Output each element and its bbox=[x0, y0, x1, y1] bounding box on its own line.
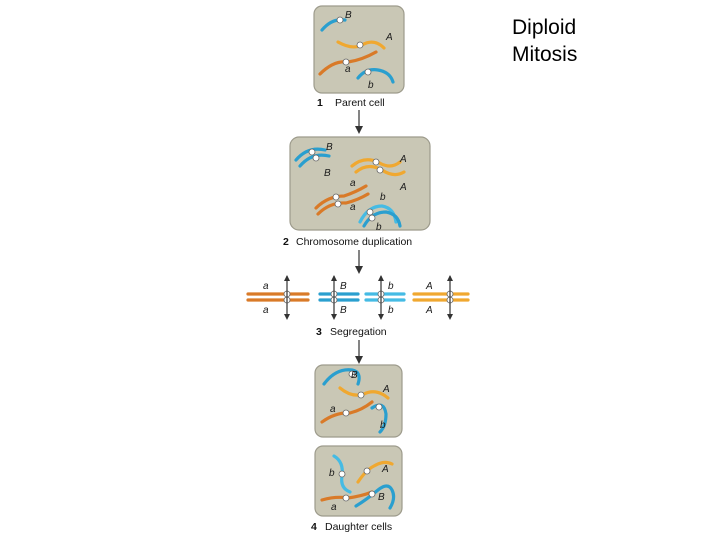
d1-label-A: A bbox=[382, 384, 390, 395]
step-1-number: 1 bbox=[317, 97, 323, 109]
step-4-number: 4 bbox=[311, 521, 317, 533]
seg-label-A-bottom: A bbox=[425, 305, 433, 316]
step-3-label: Segregation bbox=[330, 326, 387, 338]
allele-label-A-bottom: A bbox=[399, 182, 407, 193]
allele-label-B-bottom: B bbox=[324, 168, 331, 179]
step-1-label: Parent cell bbox=[335, 97, 385, 109]
allele-label-B: B bbox=[345, 10, 352, 21]
seg-label-B-top: B bbox=[340, 281, 347, 292]
d1-label-a: a bbox=[330, 404, 336, 415]
duplicated-cell: B B A A a a b b bbox=[290, 137, 430, 233]
d2-label-b: b bbox=[329, 468, 335, 479]
d1-label-b: b bbox=[380, 420, 386, 431]
d2-label-B: B bbox=[378, 492, 385, 503]
allele-label-A: A bbox=[385, 32, 393, 43]
allele-label-A-top: A bbox=[399, 154, 407, 165]
seg-label-a-top: a bbox=[263, 281, 269, 292]
allele-label-b-top: b bbox=[380, 192, 386, 203]
seg-label-A-top: A bbox=[425, 281, 433, 292]
daughter-cell-1: B A a b bbox=[315, 365, 402, 437]
step-2-label: Chromosome duplication bbox=[296, 236, 412, 248]
d2-label-a: a bbox=[331, 502, 337, 513]
seg-label-a-bottom: a bbox=[263, 305, 269, 316]
daughter-cell-2: b A a B bbox=[315, 446, 402, 516]
step-3-number: 3 bbox=[316, 326, 322, 338]
allele-label-a-bottom: a bbox=[350, 202, 356, 213]
d1-label-B: B bbox=[351, 370, 358, 381]
allele-label-a: a bbox=[345, 64, 351, 75]
allele-label-B-top: B bbox=[326, 142, 333, 153]
step-2-number: 2 bbox=[283, 236, 289, 248]
seg-label-B-bottom: B bbox=[340, 305, 347, 316]
seg-label-b-bottom: b bbox=[388, 305, 394, 316]
seg-label-b-top: b bbox=[388, 281, 394, 292]
d2-label-A: A bbox=[381, 464, 389, 475]
parent-cell: B A a b bbox=[314, 6, 404, 93]
step-4-label: Daughter cells bbox=[325, 521, 392, 533]
allele-label-b: b bbox=[368, 80, 374, 91]
segregation-pairs: a a B B b b A A bbox=[248, 275, 468, 320]
allele-label-a-top: a bbox=[350, 178, 356, 189]
allele-label-b-bottom: b bbox=[376, 222, 382, 233]
